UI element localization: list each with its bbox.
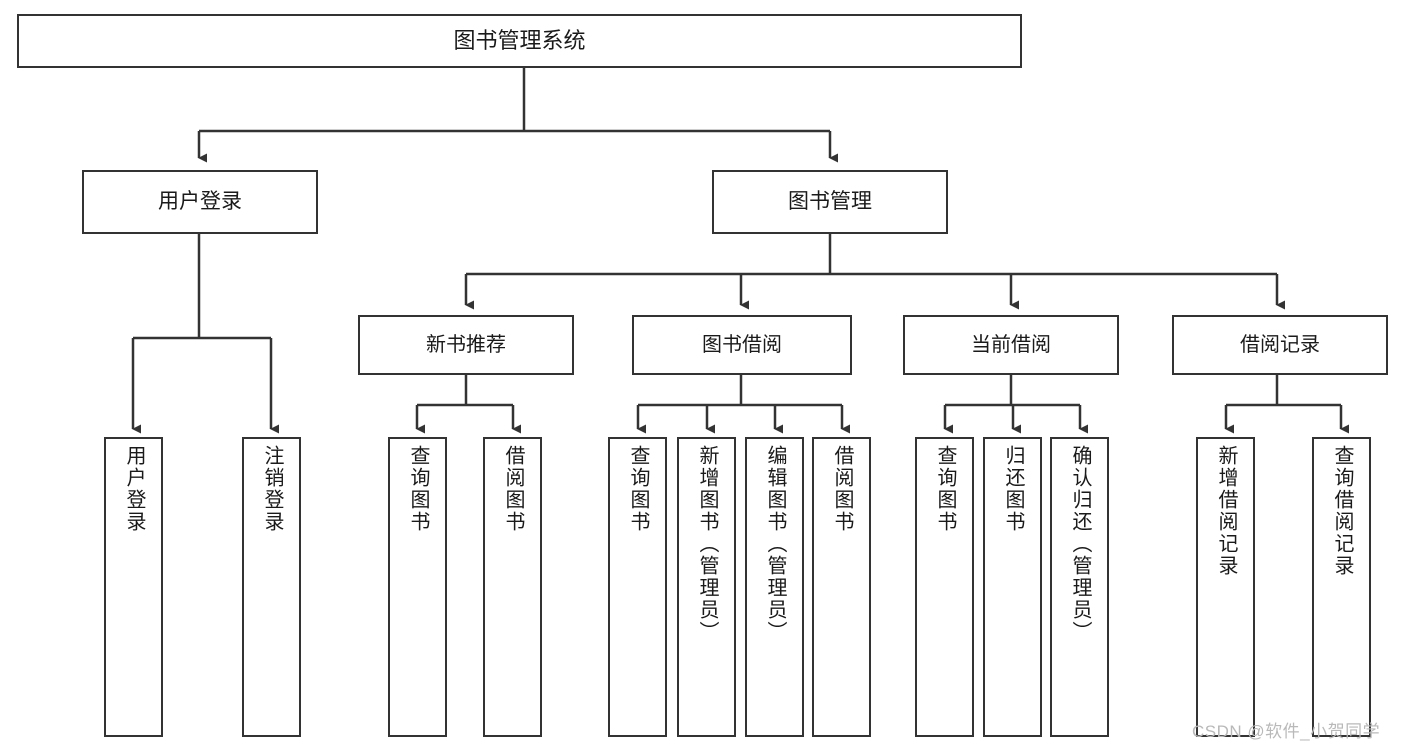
leaf-user-login-logout[interactable]: 注销登录 <box>242 437 301 737</box>
node-book-borrow[interactable]: 图书借阅 <box>632 315 852 375</box>
leaf-book-borrow-borrow-book[interactable]: 借阅图书 <box>812 437 871 737</box>
leaf-borrow-records-query-record[interactable]: 查询借阅记录 <box>1312 437 1371 737</box>
node-root-library-system[interactable]: 图书管理系统 <box>17 14 1022 68</box>
node-new-book-recommend[interactable]: 新书推荐 <box>358 315 574 375</box>
leaf-current-borrow-query-book[interactable]: 查询图书 <box>915 437 974 737</box>
leaf-book-borrow-add-book-admin[interactable]: 新增图书（管理员） <box>677 437 736 737</box>
leaf-book-borrow-edit-book-admin[interactable]: 编辑图书（管理员） <box>745 437 804 737</box>
leaf-new-book-query-book[interactable]: 查询图书 <box>388 437 447 737</box>
node-user-login[interactable]: 用户登录 <box>82 170 318 234</box>
leaf-new-book-borrow-book[interactable]: 借阅图书 <box>483 437 542 737</box>
leaf-book-borrow-query-book[interactable]: 查询图书 <box>608 437 667 737</box>
leaf-current-borrow-return-book[interactable]: 归还图书 <box>983 437 1042 737</box>
csdn-watermark: CSDN @软件_小贺同学 <box>1192 722 1381 741</box>
leaf-borrow-records-add-record[interactable]: 新增借阅记录 <box>1196 437 1255 737</box>
node-borrow-records[interactable]: 借阅记录 <box>1172 315 1388 375</box>
leaf-current-borrow-confirm-return-admin[interactable]: 确认归还（管理员） <box>1050 437 1109 737</box>
leaf-user-login-login[interactable]: 用户登录 <box>104 437 163 737</box>
node-book-management[interactable]: 图书管理 <box>712 170 948 234</box>
node-current-borrow[interactable]: 当前借阅 <box>903 315 1119 375</box>
